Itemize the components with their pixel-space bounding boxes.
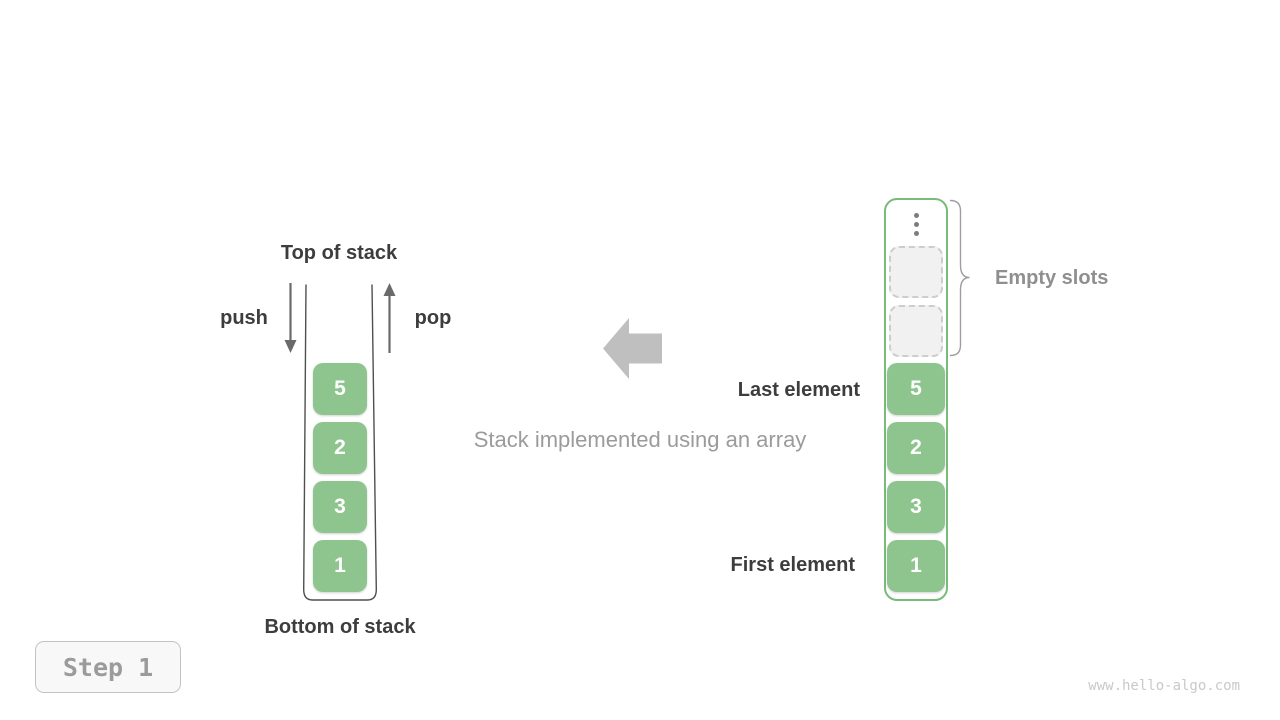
stack-element: 3 xyxy=(313,481,367,533)
top-of-stack-label: Top of stack xyxy=(280,242,398,264)
push-label: push xyxy=(220,307,268,329)
array-element: 3 xyxy=(887,481,945,533)
pop-label: pop xyxy=(414,307,452,329)
stack-element: 1 xyxy=(313,540,367,592)
empty-slots-label: Empty slots xyxy=(995,267,1109,289)
array-element: 5 xyxy=(887,363,945,415)
last-element-label: Last element xyxy=(737,379,860,401)
stack-element: 2 xyxy=(313,422,367,474)
step-badge-label: Step 1 xyxy=(62,652,154,682)
first-element-label: First element xyxy=(730,554,855,576)
diagram-caption: Stack implemented using an array xyxy=(473,427,807,452)
array-element: 2 xyxy=(887,422,945,474)
bottom-of-stack-label: Bottom of stack xyxy=(264,616,416,638)
left-block-arrow-icon xyxy=(603,318,662,379)
array-element: 1 xyxy=(887,540,945,592)
watermark: www.hello-algo.com xyxy=(1088,678,1240,694)
empty-slot xyxy=(889,246,943,298)
empty-slot xyxy=(889,305,943,357)
stack-element: 5 xyxy=(313,363,367,415)
vertical-ellipsis-icon xyxy=(884,213,948,236)
step-badge: Step 1 xyxy=(35,641,181,693)
curly-brace-icon xyxy=(949,199,970,357)
